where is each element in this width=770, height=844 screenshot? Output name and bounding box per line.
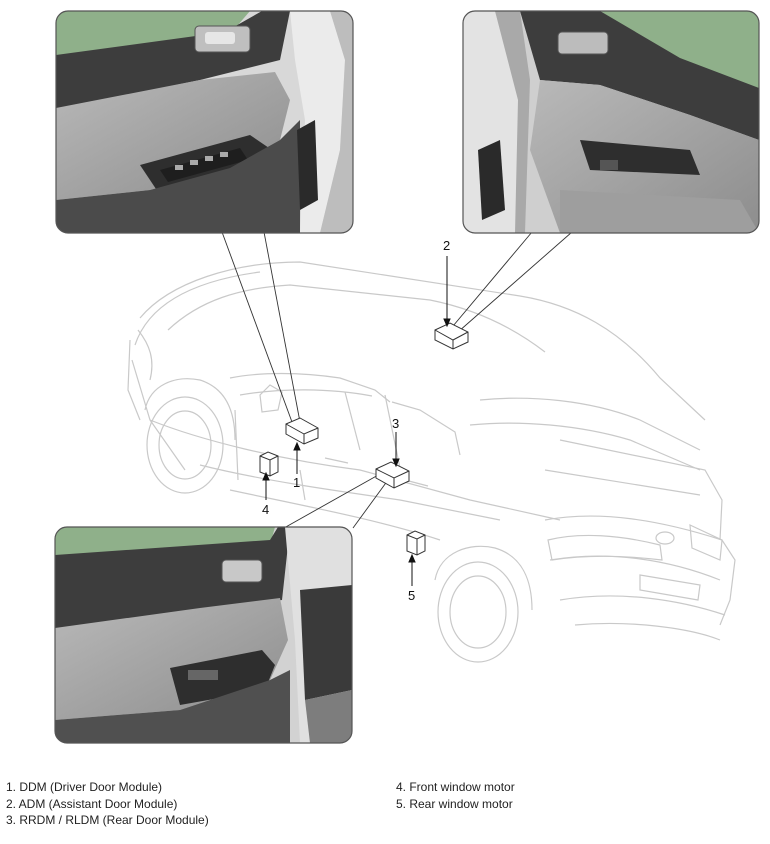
- inset-frame-top-left: [55, 10, 354, 234]
- callout-3: 3: [392, 416, 399, 431]
- inset-frame-top-right: [462, 10, 760, 234]
- callout-leaders: [262, 256, 451, 586]
- module-box-2: [434, 322, 469, 350]
- callout-5: 5: [408, 588, 415, 603]
- inset-pointer-lines: [221, 231, 573, 529]
- legend-item-5: 5. Rear window motor: [396, 796, 513, 811]
- callout-4: 4: [262, 502, 269, 517]
- legend-item-1: 1. DDM (Driver Door Module): [6, 780, 163, 794]
- module-box-3: [375, 461, 410, 489]
- legend-item-3: 3. RRDM / RLDM (Rear Door Module): [6, 813, 209, 827]
- module-box-1: [285, 417, 319, 445]
- inset-frame-bottom-left: [54, 526, 353, 744]
- legend-left: 1. DDM (Driver Door Module) 2. ADM (Assi…: [6, 779, 209, 829]
- legend-item-2: 2. ADM (Assistant Door Module): [6, 796, 178, 811]
- legend-right: 4. Front window motor 5. Rear window mot…: [396, 779, 515, 812]
- inset-rear-door-photo: [54, 526, 353, 744]
- motor-box-5: [406, 530, 426, 556]
- inset-driver-door-photo: [55, 10, 354, 234]
- callout-2: 2: [443, 238, 450, 253]
- inset-assistant-door-photo: [462, 10, 760, 234]
- callout-1: 1: [293, 475, 300, 490]
- legend-item-4: 4. Front window motor: [396, 780, 515, 794]
- motor-box-4: [259, 451, 279, 477]
